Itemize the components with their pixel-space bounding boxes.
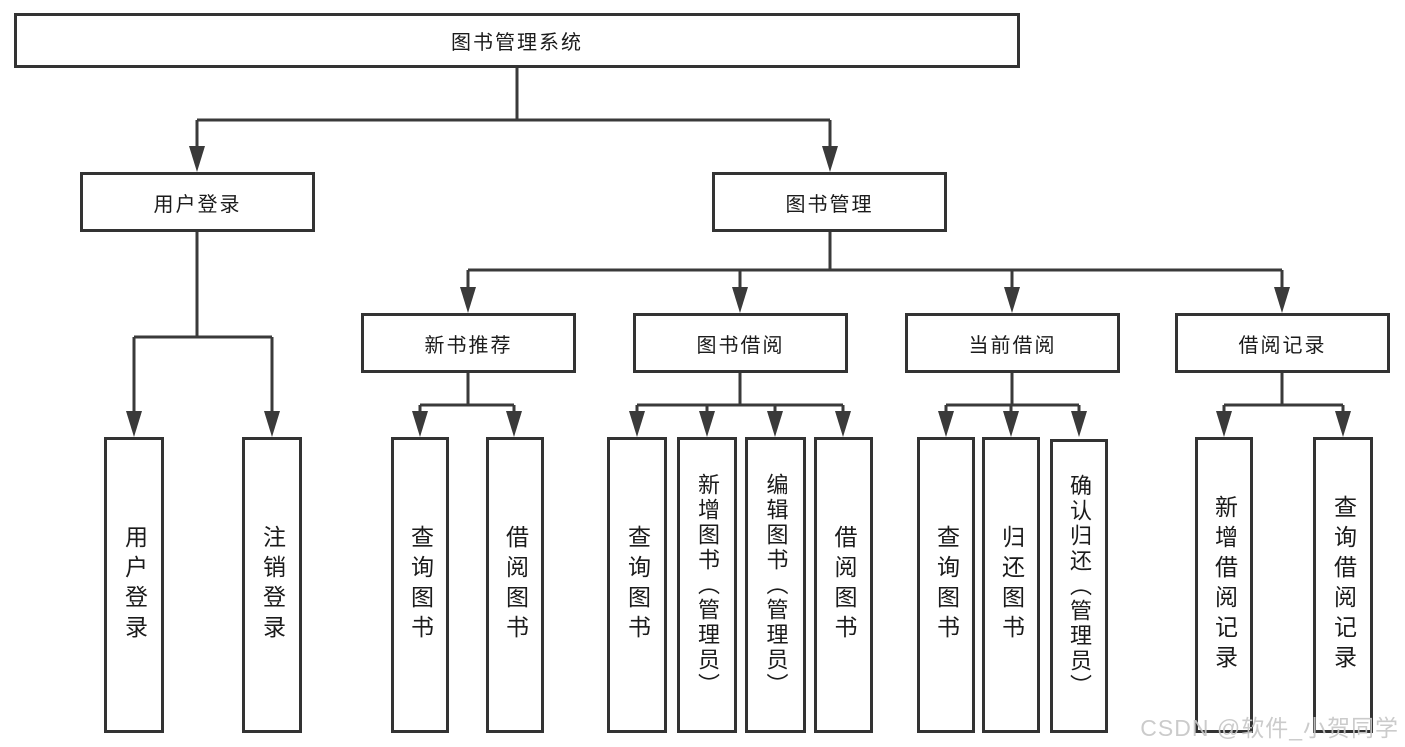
arrow-down-icon — [1274, 287, 1290, 313]
leaf-query-borrow-record: 查询借阅记录 — [1313, 437, 1373, 733]
csdn-watermark: CSDN @软件_小贺同学 — [1140, 715, 1399, 741]
node-label: 查询图书 — [624, 525, 651, 645]
node-label: 借阅图书 — [831, 525, 857, 645]
arrow-down-icon — [699, 411, 715, 437]
node-book-borrow: 图书借阅 — [633, 313, 848, 373]
node-label: 图书管理 — [785, 193, 874, 216]
arrow-down-icon — [126, 411, 142, 437]
leaf-query-books-3: 查询图书 — [917, 437, 975, 733]
node-label: 用户登录 — [153, 193, 242, 216]
arrow-down-icon — [1004, 287, 1020, 313]
leaf-query-books-2: 查询图书 — [607, 437, 667, 733]
leaf-borrow-books-2: 借阅图书 — [814, 437, 873, 733]
leaf-logout: 注销登录 — [242, 437, 302, 733]
leaf-user-login: 用户登录 — [104, 437, 164, 733]
node-root-library-system: 图书管理系统 — [14, 13, 1020, 68]
node-book-management: 图书管理 — [712, 172, 947, 232]
leaf-add-borrow-record: 新增借阅记录 — [1195, 437, 1253, 733]
node-label: 查询图书 — [407, 525, 434, 645]
node-label: 归还图书 — [998, 525, 1025, 645]
arrow-down-icon — [412, 411, 428, 437]
arrow-down-icon — [1071, 411, 1087, 437]
leaf-return-books: 归还图书 — [982, 437, 1040, 733]
node-label: 用户登录 — [121, 525, 148, 645]
node-label: 借阅记录 — [1238, 334, 1327, 357]
node-label: 查询借阅记录 — [1330, 495, 1357, 675]
arrow-down-icon — [938, 411, 954, 437]
node-label: 新书推荐 — [424, 334, 513, 357]
arrow-down-icon — [822, 146, 838, 172]
node-user-login-branch: 用户登录 — [80, 172, 315, 232]
arrow-down-icon — [189, 146, 205, 172]
node-label: 新增图书（管理员） — [695, 472, 720, 698]
arrow-down-icon — [460, 287, 476, 313]
node-label: 注销登录 — [259, 525, 286, 645]
arrow-down-icon — [732, 287, 748, 313]
node-label: 图书管理系统 — [451, 32, 583, 54]
arrow-down-icons — [126, 146, 1351, 437]
node-new-book-recommend: 新书推荐 — [361, 313, 576, 373]
leaf-add-books-admin: 新增图书（管理员） — [677, 437, 737, 733]
leaf-edit-books-admin: 编辑图书（管理员） — [745, 437, 806, 733]
arrow-down-icon — [767, 411, 783, 437]
node-label: 借阅图书 — [502, 525, 529, 645]
arrow-down-icon — [506, 411, 522, 437]
node-label: 新增借阅记录 — [1211, 495, 1238, 675]
arrow-down-icon — [264, 411, 280, 437]
arrow-down-icon — [835, 411, 851, 437]
arrow-down-icon — [1335, 411, 1351, 437]
node-label: 确认归还（管理员） — [1067, 473, 1092, 699]
arrow-down-icon — [1003, 411, 1019, 437]
arrow-down-icon — [1216, 411, 1232, 437]
node-label: 图书借阅 — [696, 334, 785, 357]
node-label: 当前借阅 — [968, 334, 1057, 357]
node-current-borrow: 当前借阅 — [905, 313, 1120, 373]
node-label: 编辑图书（管理员） — [763, 472, 789, 698]
leaf-borrow-books-1: 借阅图书 — [486, 437, 544, 733]
leaf-confirm-return-admin: 确认归还（管理员） — [1050, 439, 1108, 733]
node-borrow-records: 借阅记录 — [1175, 313, 1390, 373]
node-label: 查询图书 — [933, 525, 960, 645]
arrow-down-icon — [629, 411, 645, 437]
leaf-query-books-1: 查询图书 — [391, 437, 449, 733]
